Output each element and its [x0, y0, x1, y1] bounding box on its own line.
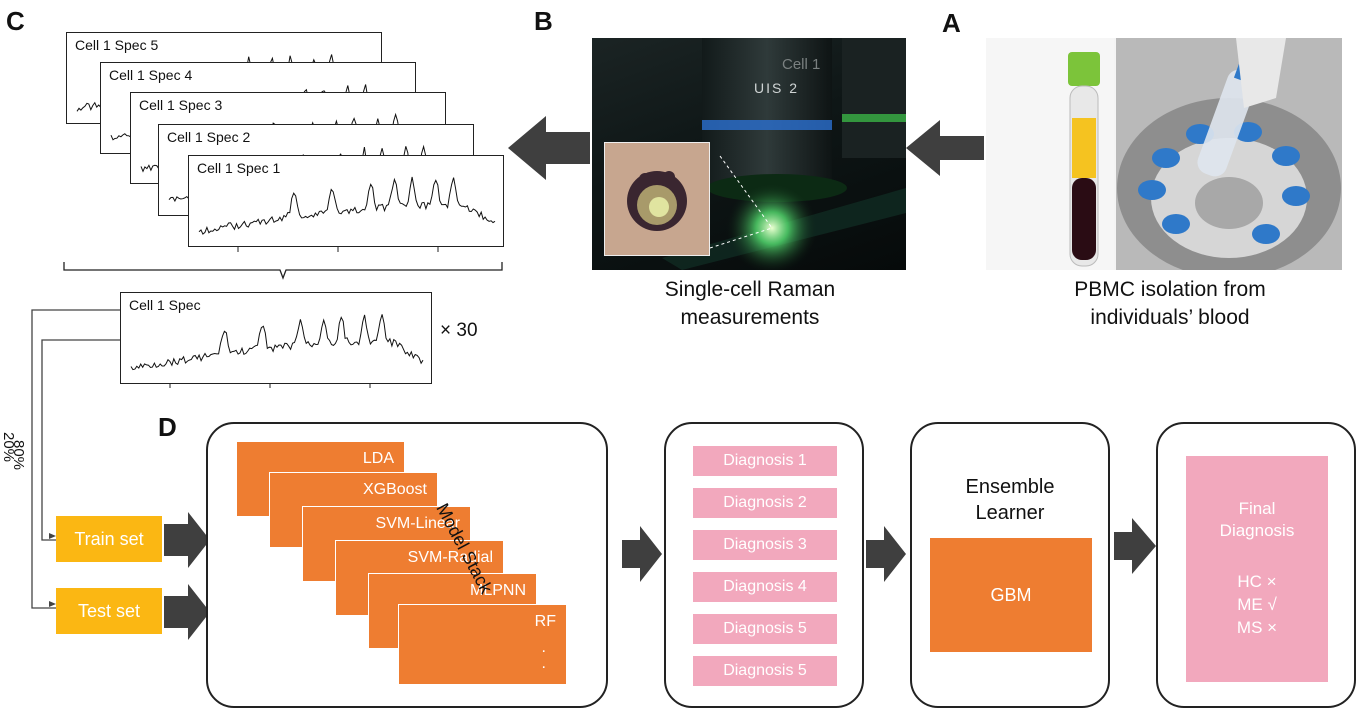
spectrum-label: Cell 1 Spec 2 — [167, 129, 251, 145]
model-label: MLPNN — [469, 582, 526, 599]
microscope-illustration — [662, 38, 906, 270]
diagnosis-item: Diagnosis 2 — [693, 488, 837, 518]
model-label: RF — [534, 613, 556, 630]
raman-microscope-photo: UIS 2 Cell 1 — [592, 38, 906, 270]
brace-line — [63, 262, 503, 280]
model-card-rf: RF . . — [398, 604, 566, 684]
averaged-spectrum-label: Cell 1 Spec — [129, 297, 201, 313]
final-result-ms: MS × — [1236, 618, 1278, 637]
model-label: LDA — [362, 450, 394, 467]
arrow-ensemble-to-final — [1114, 518, 1156, 574]
train-split-line — [41, 339, 120, 541]
panel-letter-d: D — [158, 412, 177, 442]
cell-image — [627, 171, 687, 231]
spectrum-label: Cell 1 Spec 5 — [75, 37, 159, 53]
ensemble-title-line: Ensemble — [965, 476, 1055, 498]
model-label: XGBoost — [362, 481, 427, 498]
continuation-dot: . — [541, 639, 546, 656]
ensemble-title: Ensemble Learner — [910, 474, 1110, 526]
pbmc-photo — [986, 38, 1342, 270]
averaged-spectrum-plot — [130, 314, 424, 371]
spectrum-label: Cell 1 Spec 3 — [139, 97, 223, 113]
continuation-dot: . — [541, 655, 546, 672]
spectrum-card: Cell 1 Spec 1 — [188, 155, 504, 247]
test-split-line — [31, 309, 120, 609]
final-title-line: Final — [1238, 499, 1276, 518]
raman-caption-line: Single-cell Raman — [664, 278, 836, 301]
pbmc-caption-line: individuals’ blood — [1090, 306, 1250, 329]
final-title-line: Diagnosis — [1219, 521, 1295, 540]
arrow-b-to-c — [508, 116, 590, 180]
panel-letter-a: A — [942, 8, 961, 38]
spectrum-label: Cell 1 Spec 4 — [109, 67, 193, 83]
pbmc-caption-line: PBMC isolation from — [1074, 278, 1266, 301]
raman-caption: Single-cell Raman measurements — [600, 276, 900, 332]
model-label: SVM-Radial — [407, 549, 493, 566]
panel-letter-b: B — [534, 6, 553, 36]
spectrum-label: Cell 1 Spec 1 — [197, 160, 281, 176]
ensemble-title-line: Learner — [975, 502, 1045, 524]
microscope-label: UIS 2 — [754, 80, 800, 96]
diagnosis-item: Diagnosis 5 — [693, 656, 837, 686]
pbmc-caption: PBMC isolation from individuals’ blood — [1000, 276, 1340, 332]
raman-caption-line: measurements — [680, 306, 820, 329]
microscope-ghost-label: Cell 1 — [782, 56, 821, 73]
spectrum-plot — [198, 176, 496, 235]
train-set-box: Train set — [56, 516, 162, 562]
multiplier-label: × 30 — [440, 320, 478, 341]
diagnosis-item: Diagnosis 3 — [693, 530, 837, 560]
arrow-test — [164, 584, 210, 640]
arrow-a-to-b — [906, 120, 984, 176]
gbm-box: GBM — [930, 538, 1092, 652]
final-result-hc: HC × — [1237, 572, 1277, 591]
averaged-spectrum-card: Cell 1 Spec — [120, 292, 432, 384]
arrow-stack-to-diagnoses — [622, 526, 662, 582]
arrow-train — [164, 512, 210, 568]
cell-inset — [604, 142, 710, 256]
final-result-me: ME √ — [1237, 595, 1277, 614]
panel-letter-c: C — [6, 6, 25, 36]
pbmc-illustration — [986, 38, 1342, 270]
diagnosis-item: Diagnosis 4 — [693, 572, 837, 602]
test-set-box: Test set — [56, 588, 162, 634]
diagnosis-item: Diagnosis 1 — [693, 446, 837, 476]
model-label: SVM-Linear — [375, 515, 460, 532]
final-diagnosis-title: Final Diagnosis — [1186, 498, 1328, 542]
diagnosis-item: Diagnosis 5 — [693, 614, 837, 644]
final-diagnosis-panel: Final Diagnosis HC × ME √ MS × — [1186, 456, 1328, 682]
final-results: HC × ME √ MS × — [1186, 570, 1328, 639]
arrow-diagnoses-to-ensemble — [866, 526, 906, 582]
